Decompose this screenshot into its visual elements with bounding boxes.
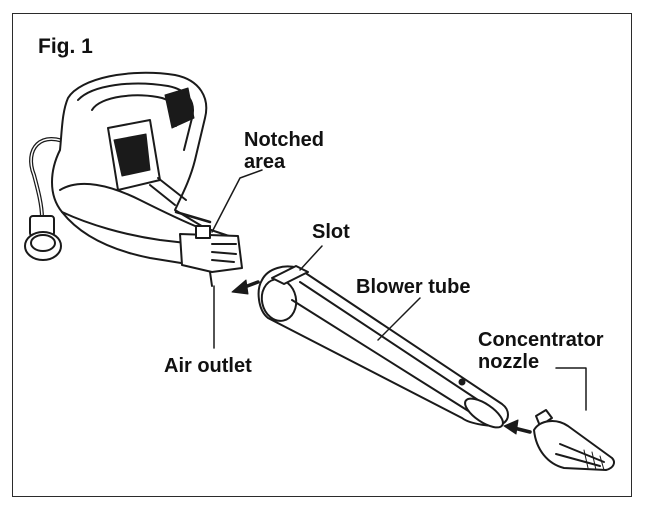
leader-concentrator-nozzle: [555, 367, 587, 411]
power-cord: [24, 137, 74, 261]
notched-area-label-line-1: Notched: [244, 129, 324, 151]
leader-slot: [299, 245, 323, 271]
insert-arrow-nozzle: [503, 419, 532, 435]
insert-arrow-tube: [231, 279, 260, 295]
air-outlet: [179, 225, 243, 287]
concentrator-nozzle-label-line-1: Concentrator: [478, 329, 604, 351]
figure-title: Fig. 1: [38, 35, 93, 58]
air-outlet-label: Air outlet: [164, 355, 252, 377]
slot-label: Slot: [312, 221, 350, 243]
blower-body: [51, 71, 243, 287]
concentrator-nozzle: [533, 409, 615, 471]
concentrator-nozzle-label-line-2: nozzle: [478, 351, 540, 373]
notched-area-label-line-2: area: [244, 151, 286, 173]
leader-blower-tube: [377, 297, 421, 341]
leader-notched-area: [211, 169, 263, 233]
blower-tube-label: Blower tube: [356, 276, 471, 298]
blower-tube: [257, 265, 509, 429]
